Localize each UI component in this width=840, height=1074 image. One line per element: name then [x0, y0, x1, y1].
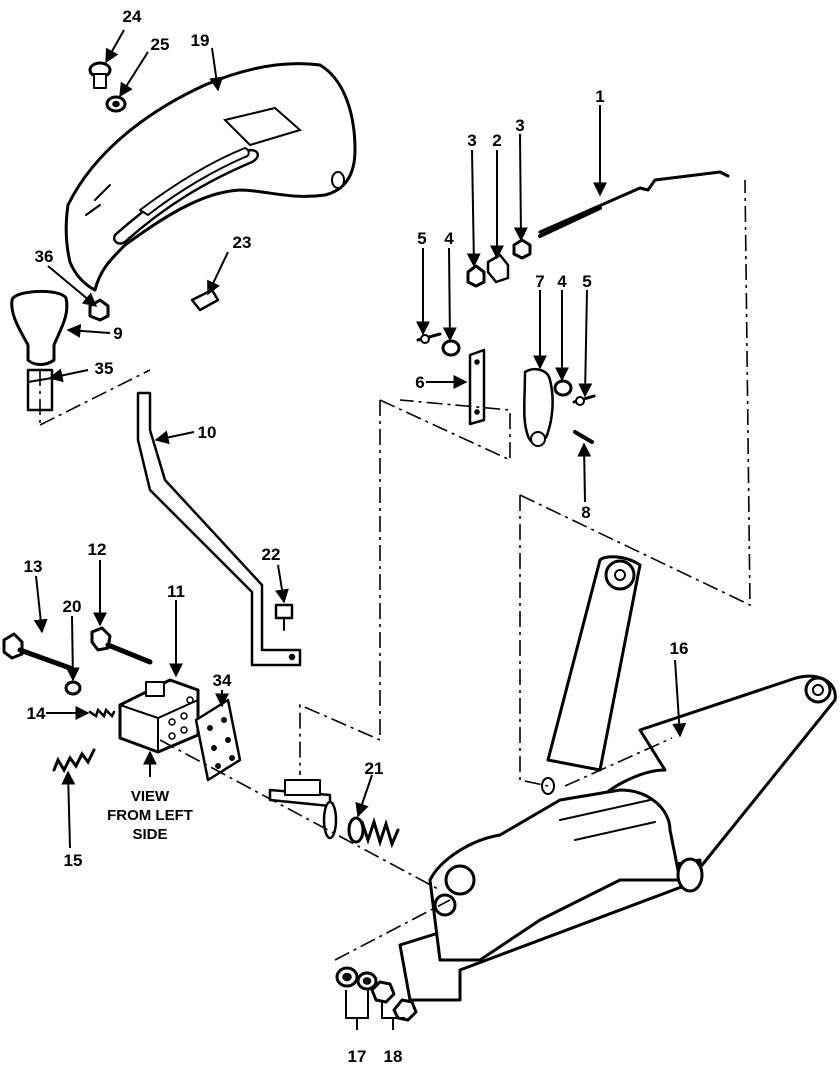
callout-35: 35: [95, 359, 114, 378]
callout-36: 36: [35, 247, 54, 266]
bellcrank-7: [523, 368, 554, 447]
callout-34: 34: [213, 671, 232, 690]
callout-1: 1: [595, 87, 604, 106]
pin-5-left: [416, 332, 442, 344]
clip-23: [190, 288, 220, 312]
pin-8: [573, 430, 594, 444]
bolt-13: [2, 632, 73, 671]
callout-25: 25: [151, 35, 170, 54]
callout-15: 15: [64, 851, 83, 870]
callout-20: 20: [63, 597, 82, 616]
washer-4-left: [441, 339, 461, 357]
callout-23: 23: [233, 233, 252, 252]
callout-10: 10: [198, 423, 217, 442]
washer-17a: [335, 966, 359, 988]
callout-leaders: [33, 29, 687, 1030]
callout-5-left: 5: [417, 229, 426, 248]
callout-14: 14: [27, 704, 46, 723]
callout-21: 21: [365, 759, 384, 778]
shaft-21: [268, 779, 400, 849]
callout-19: 19: [191, 31, 210, 50]
nut-3-right: [512, 238, 532, 260]
bolt-22: [274, 603, 294, 631]
spring-14: [88, 707, 116, 719]
callout-4-right: 4: [557, 272, 567, 291]
callout-6: 6: [415, 373, 424, 392]
callout-8: 8: [581, 503, 590, 522]
callout-9: 9: [113, 324, 122, 343]
view-note-line3: SIDE: [132, 826, 167, 843]
bolt-24: [88, 61, 112, 89]
knob-9: [10, 289, 69, 366]
callout-3-right: 3: [515, 116, 524, 135]
washer-20: [64, 680, 82, 696]
callout-labels: 24 25 19 36 23 9 35 10 1 2 3 3 5 4 7 4 5…: [24, 7, 689, 1066]
control-housing: [398, 555, 837, 1002]
bracket-2: [486, 253, 510, 284]
callout-7: 7: [535, 272, 544, 291]
washer-25: [105, 95, 127, 113]
callout-3-left: 3: [467, 131, 476, 150]
callout-4-left: 4: [444, 229, 454, 248]
plate-34: [194, 698, 242, 782]
nut-18a: [370, 980, 396, 1004]
view-note-line2: FROM LEFT: [107, 807, 193, 824]
callout-18: 18: [384, 1047, 403, 1066]
callout-12: 12: [88, 540, 107, 559]
shift-lever-10: [136, 391, 302, 667]
callout-17: 17: [348, 1047, 367, 1066]
pin-5-right: [572, 394, 596, 406]
bolt-12: [90, 626, 153, 665]
spring-15: [52, 748, 96, 774]
valve-11: [118, 678, 200, 754]
washer-4-right: [553, 379, 573, 397]
view-note-line1: VIEW: [131, 788, 170, 805]
callout-5-right: 5: [582, 272, 591, 291]
nut-3-left: [466, 264, 486, 288]
callout-13: 13: [24, 557, 43, 576]
callout-2: 2: [492, 131, 501, 150]
control-rod-1: [538, 170, 730, 238]
washer-17b: [356, 971, 378, 991]
callout-24: 24: [123, 7, 142, 26]
callout-11: 11: [167, 582, 185, 601]
link-6: [468, 348, 486, 426]
assembly-lines: [39, 179, 751, 961]
callout-16: 16: [670, 639, 689, 658]
callout-22: 22: [262, 545, 281, 564]
